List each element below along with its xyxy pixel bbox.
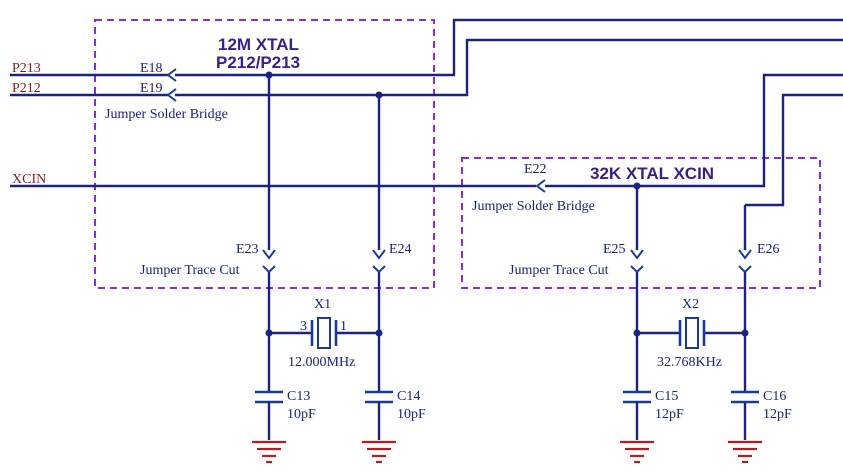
- ref-e24: E24: [389, 242, 412, 257]
- capacitor-c15-icon: [623, 390, 651, 440]
- ground-c14-icon: [362, 440, 396, 464]
- x1-pin-right: 1: [340, 319, 347, 334]
- block-12m-xtal-box: [94, 19, 435, 289]
- trace-cut-e26-icon: [738, 249, 752, 274]
- junction-dot: [265, 329, 273, 337]
- label-trace-cut-12m: Jumper Trace Cut: [140, 263, 240, 278]
- capacitor-c14-icon: [365, 390, 393, 440]
- label-solder-bridge-32k: Jumper Solder Bridge: [472, 199, 595, 214]
- ref-e18: E18: [140, 61, 163, 76]
- wire-xcin-route: [545, 73, 843, 188]
- value-c13: 10pF: [287, 407, 316, 422]
- junction-dot: [375, 329, 383, 337]
- crystal-x2-icon: [637, 317, 745, 349]
- ref-e26: E26: [757, 242, 780, 257]
- ground-c16-icon: [728, 440, 762, 464]
- junction-dot: [741, 329, 749, 337]
- ref-c13: C13: [287, 389, 310, 404]
- wire-p213-route: [175, 18, 843, 77]
- junction-dot: [633, 329, 641, 337]
- junction-dot: [265, 71, 273, 79]
- x2-value: 32.768KHz: [657, 355, 722, 370]
- x1-pin-left: 3: [300, 319, 307, 334]
- block-32k-title: 32K XTAL XCIN: [590, 164, 714, 183]
- label-trace-cut-32k: Jumper Trace Cut: [509, 263, 609, 278]
- ref-e22: E22: [524, 162, 547, 177]
- block-12m-subtitle: P212/P213: [216, 53, 300, 72]
- ref-c15: C15: [655, 389, 678, 404]
- solder-bridge-e18-icon: [166, 68, 177, 82]
- ref-c16: C16: [763, 389, 786, 404]
- ground-c15-icon: [620, 440, 654, 464]
- block-12m-title: 12M XTAL: [218, 35, 299, 54]
- ground-c13-icon: [252, 440, 286, 464]
- ref-e23: E23: [236, 242, 259, 257]
- net-label-p212: P212: [12, 81, 41, 96]
- ref-e25: E25: [603, 242, 626, 257]
- ref-e19: E19: [140, 81, 163, 96]
- solder-bridge-e19-icon: [166, 88, 177, 102]
- solder-bridge-e22-icon: [535, 179, 546, 193]
- trace-cut-e23-icon: [262, 249, 276, 274]
- x1-value: 12.000MHz: [288, 355, 355, 370]
- capacitor-c16-icon: [731, 390, 759, 440]
- wire-x2-out-route: [745, 93, 843, 207]
- net-label-xcin: XCIN: [12, 172, 46, 187]
- value-c14: 10pF: [397, 407, 426, 422]
- value-c16: 12pF: [763, 407, 792, 422]
- value-c15: 12pF: [655, 407, 684, 422]
- crystal-x1-icon: [269, 317, 379, 349]
- wire-p212-route: [175, 38, 843, 97]
- trace-cut-e24-icon: [372, 249, 386, 274]
- junction-dot: [375, 91, 383, 99]
- label-solder-bridge-12m: Jumper Solder Bridge: [105, 107, 228, 122]
- ref-x2: X2: [682, 297, 699, 312]
- trace-cut-e25-icon: [630, 249, 644, 274]
- junction-dot: [633, 182, 641, 190]
- capacitor-c13-icon: [255, 390, 283, 440]
- ref-c14: C14: [397, 389, 420, 404]
- ref-x1: X1: [314, 297, 331, 312]
- net-label-p213: P213: [12, 61, 41, 76]
- block-32k-xtal-box: [461, 157, 821, 289]
